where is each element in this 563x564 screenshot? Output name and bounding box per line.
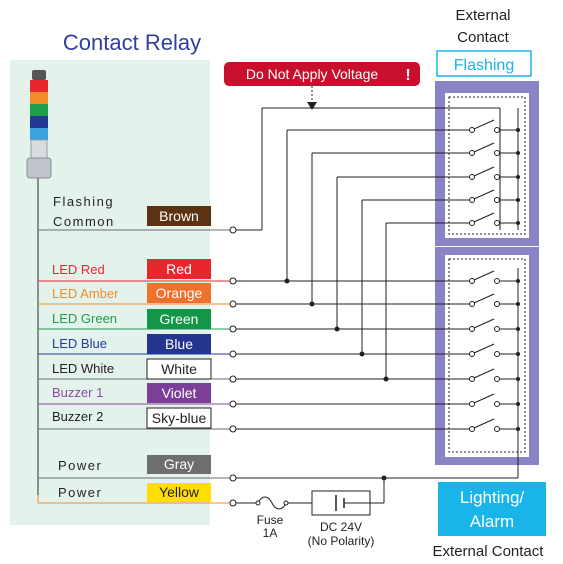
- wire-color-label: Violet: [162, 385, 197, 401]
- fuse-icon: [257, 496, 287, 510]
- brown-wire-badge: [147, 206, 211, 226]
- power-gray-label: Power: [58, 458, 102, 473]
- wire-color-label: Sky-blue: [152, 410, 207, 426]
- fuse-rating: 1A: [263, 526, 278, 540]
- relay-contact-icon: [469, 393, 520, 407]
- wire-row: Buzzer 2 Sky-blue: [38, 407, 470, 433]
- wire-color-badge: [147, 259, 211, 279]
- relay-contact-icon: [469, 189, 520, 203]
- wire-row: LED Blue Blue: [38, 199, 470, 358]
- yellow-wire-badge: [147, 483, 211, 502]
- wire-color-badge: [147, 383, 211, 403]
- relay-contact-icon: [469, 293, 520, 307]
- power-gray-row: Power Gray: [38, 108, 519, 482]
- flashing-common-line1: Flashing: [53, 194, 114, 209]
- wire-row: Buzzer 1 Violet: [38, 383, 470, 408]
- fuse-label: Fuse: [257, 513, 284, 527]
- lighting-alarm-line2: Alarm: [470, 512, 514, 531]
- relay-contact-icon: [469, 318, 520, 332]
- yellow-wire-label: Yellow: [159, 484, 200, 500]
- wire-function-label: LED White: [52, 361, 114, 376]
- contact-relay-title: Contact Relay: [63, 30, 201, 55]
- external-contact-top-line1: External: [455, 7, 510, 24]
- dc-voltage-label: DC 24V: [320, 520, 362, 534]
- wire-row: LED Red Red: [38, 129, 470, 285]
- external-contact-bottom-label: External Contact: [433, 543, 545, 560]
- wire-function-label: LED Green: [52, 311, 117, 326]
- wire-color-badge: [147, 283, 211, 303]
- relay-contact-icon: [469, 368, 520, 382]
- wire-row: LED Green Green: [38, 176, 470, 333]
- wire-color-badge: [146, 407, 212, 429]
- flashing-common-row: Flashing Common Brown: [38, 107, 501, 234]
- brown-wire-label: Brown: [159, 208, 199, 224]
- warning-callout: Do Not Apply Voltage !: [224, 62, 420, 110]
- wire-function-label: LED Red: [52, 262, 105, 277]
- dc-polarity-label: (No Polarity): [308, 534, 375, 548]
- wire-color-label: Red: [166, 261, 192, 277]
- signal-tower-icon: [26, 70, 52, 179]
- power-yellow-label: Power: [58, 485, 102, 500]
- gray-wire-label: Gray: [164, 456, 194, 472]
- wire-row: LED Amber Orange: [38, 152, 470, 308]
- relay-contact-icon: [469, 119, 520, 133]
- wire-color-label: Green: [160, 311, 199, 327]
- relay-contact-icon: [469, 418, 520, 432]
- warning-icon: !: [405, 67, 410, 84]
- wire-function-label: Buzzer 1: [52, 385, 103, 400]
- warning-text: Do Not Apply Voltage: [246, 66, 379, 82]
- wire-function-label: LED Blue: [52, 336, 107, 351]
- wire-color-label: Orange: [156, 285, 203, 301]
- power-yellow-row: Power Yellow Fuse 1A DC 24V (No Polarity…: [37, 475, 387, 548]
- wire-row: LED White White: [38, 222, 470, 383]
- flashing-label: Flashing: [454, 57, 514, 74]
- lighting-alarm-box: [438, 482, 546, 536]
- flashing-common-line2: Common: [53, 214, 115, 229]
- wire-color-label: White: [161, 361, 197, 377]
- relay-contact-icon: [469, 166, 520, 180]
- gray-wire-badge: [147, 455, 211, 474]
- flashing-label-box: [436, 50, 532, 77]
- lighting-alarm-line1: Lighting/: [460, 488, 525, 507]
- wire-function-label: LED Amber: [52, 286, 119, 301]
- wire-function-label: Buzzer 2: [52, 409, 103, 424]
- wire-color-badge: [147, 334, 211, 354]
- external-contact-top-line2: Contact: [457, 29, 510, 46]
- wire-color-badge: [147, 309, 211, 329]
- wire-color-badge: [146, 358, 212, 380]
- relay-contact-icon: [469, 212, 520, 226]
- wire-color-label: Blue: [165, 336, 193, 352]
